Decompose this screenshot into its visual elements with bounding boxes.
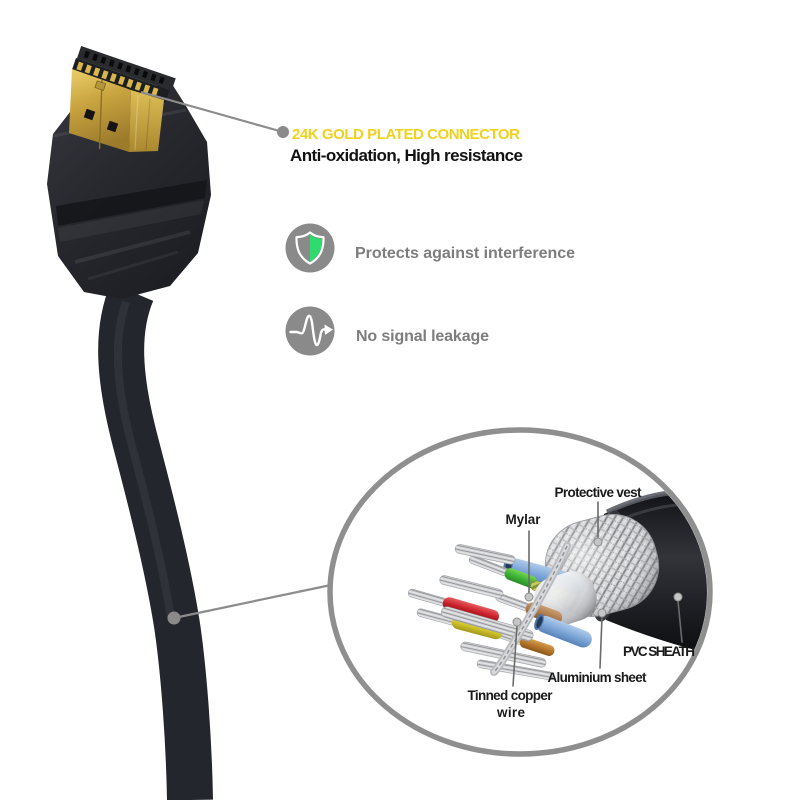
body-groove	[56, 180, 207, 226]
cable-leader-line	[173, 583, 332, 620]
cable-callout	[167, 583, 332, 625]
svg-text:Tinned copper: Tinned copper	[468, 688, 554, 703]
feature-label-interference: Protects against interference	[355, 245, 575, 262]
callout-title: 24K GOLD PLATED CONNECTOR	[292, 126, 520, 143]
feature-interference: Protects against interference	[285, 223, 575, 273]
callout-dot	[277, 126, 289, 138]
callout-leader-line	[140, 90, 284, 134]
feature-no-leakage: No signal leakage	[285, 306, 489, 356]
cable-callout-dot	[167, 611, 181, 625]
signal-wave-icon	[289, 314, 333, 347]
cutaway-art	[333, 433, 707, 751]
drain-wire	[490, 542, 571, 676]
tinned-copper-strand-top	[454, 544, 516, 565]
label-protective-vest: Protective vest	[555, 485, 643, 547]
callout-subtitle: Anti-oxidation, High resistance	[290, 146, 523, 165]
hdmi-cable-photo	[47, 46, 213, 800]
connector-callout: 24K GOLD PLATED CONNECTOR Anti-oxidation…	[140, 90, 523, 165]
label-pvc-sheath: PVC SHEATH	[623, 592, 695, 659]
svg-text:Aluminium sheet: Aluminium sheet	[548, 670, 648, 685]
hdmi-pin-row	[71, 46, 176, 103]
svg-text:Protective vest: Protective vest	[555, 485, 643, 500]
hdmi-cable	[98, 283, 213, 800]
label-aluminium-sheet: Aluminium sheet	[548, 608, 648, 685]
tinned-copper-strand-main	[441, 606, 534, 642]
wire-blue-jacket-bottom	[534, 613, 592, 648]
svg-text:wire: wire	[496, 705, 525, 720]
label-mylar: Mylar	[506, 512, 542, 602]
tinned-copper-strand-mid	[439, 575, 504, 599]
shield-icon	[295, 231, 325, 265]
wave-icon-circle	[285, 306, 335, 356]
feature-label-leakage: No signal leakage	[356, 328, 489, 345]
wire-red	[407, 588, 500, 623]
hdmi-gold-tip	[69, 46, 176, 152]
svg-text:Mylar: Mylar	[506, 512, 542, 527]
cutaway-ring	[327, 427, 713, 757]
cutaway-labels: Protective vest Mylar PVC SHEATH Alumini…	[468, 485, 696, 720]
label-tinned-copper: Tinned copper wire	[468, 617, 554, 720]
svg-text:PVC SHEATH: PVC SHEATH	[623, 644, 695, 659]
